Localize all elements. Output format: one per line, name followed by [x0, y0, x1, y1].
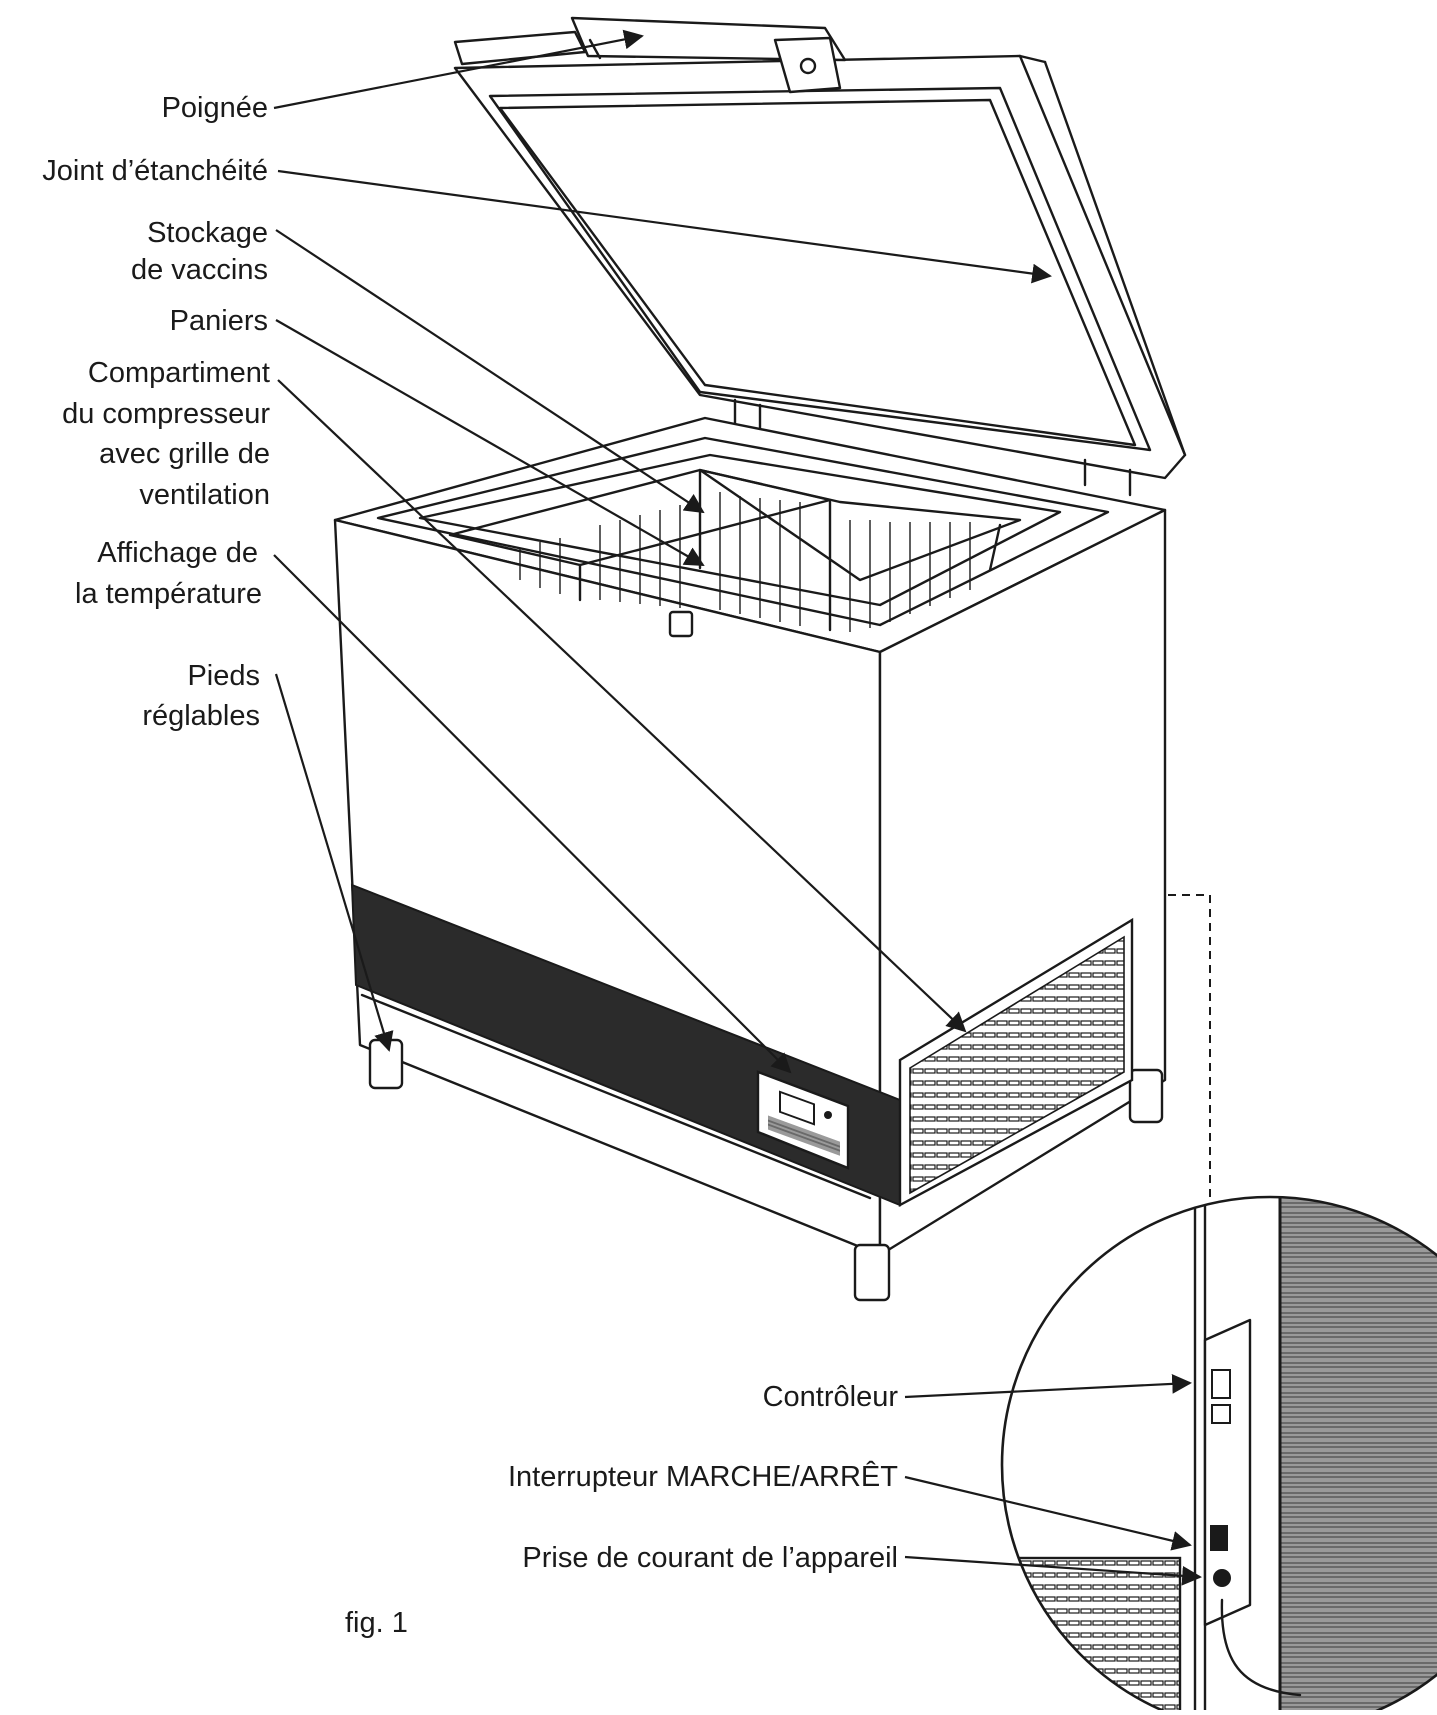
- zoom-connector: [1168, 894, 1211, 1268]
- ventilation-grille: [898, 917, 1134, 1208]
- labels: Poignée Joint d’étanchéité Stockage de v…: [42, 92, 898, 1639]
- label-pieds-1: Pieds: [187, 660, 260, 692]
- label-pieds-2: réglables: [142, 700, 260, 732]
- label-interrupteur: Interrupteur MARCHE/ARRÊT: [508, 1460, 898, 1493]
- label-affichage-1: Affichage de: [97, 537, 258, 569]
- label-poignee: Poignée: [162, 92, 268, 124]
- label-stockage-1: Stockage: [147, 217, 268, 249]
- label-compartiment-4: ventilation: [139, 479, 270, 511]
- label-prise: Prise de courant de l’appareil: [522, 1542, 898, 1574]
- label-affichage-2: la température: [75, 578, 262, 610]
- handle: [453, 16, 847, 94]
- label-compartiment-1: Compartiment: [88, 357, 270, 389]
- lid: [453, 54, 1187, 497]
- temperature-display: [756, 1070, 850, 1170]
- zoom-detail: [1000, 1195, 1437, 1715]
- label-joint: Joint d’étanchéité: [42, 155, 268, 187]
- figure-caption: fig. 1: [345, 1607, 408, 1639]
- label-compartiment-2: du compresseur: [62, 398, 270, 430]
- label-compartiment-3: avec grille de: [99, 438, 270, 470]
- leaders: [273, 29, 1202, 1586]
- cabinet: [333, 416, 1167, 1302]
- label-stockage-2: de vaccins: [131, 254, 268, 286]
- label-controleur: Contrôleur: [763, 1381, 899, 1413]
- label-paniers: Paniers: [170, 305, 268, 337]
